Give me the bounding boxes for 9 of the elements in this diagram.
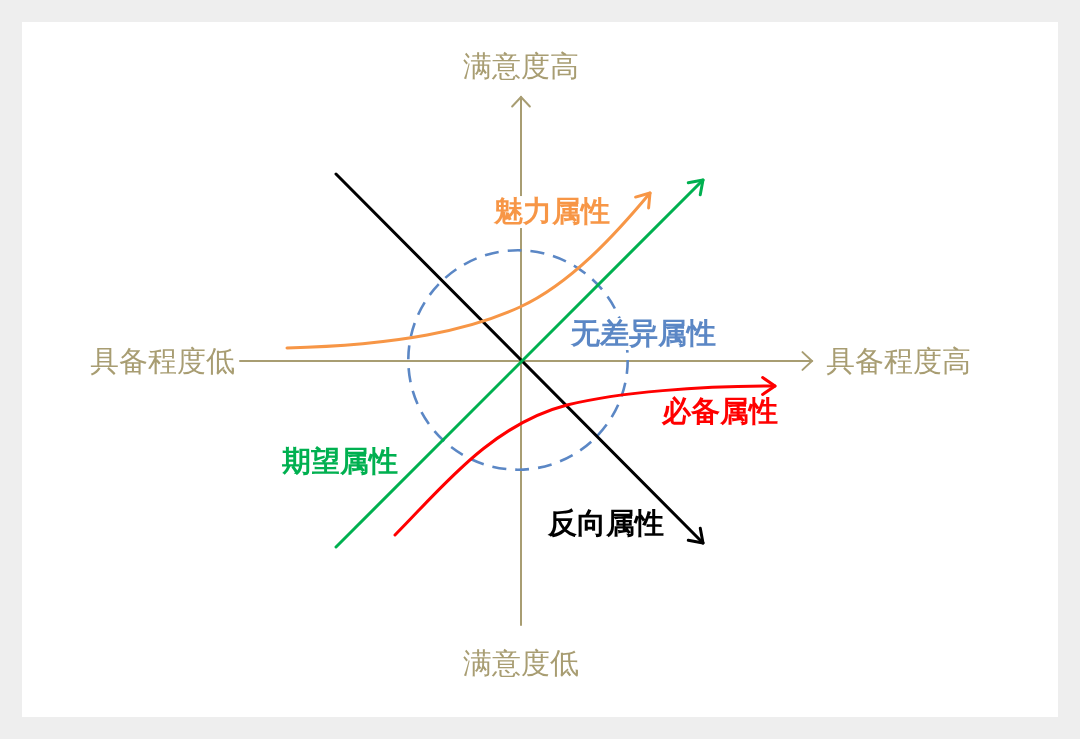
curve-label: 必备属性	[662, 396, 778, 428]
dashed-circle	[407, 249, 629, 471]
axis-label: 满意度低	[463, 648, 579, 680]
curve-label: 期望属性	[282, 446, 398, 478]
curve-label: 无差异属性	[570, 318, 716, 350]
axis-label: 具备程度低	[89, 346, 235, 378]
axis-label: 具备程度高	[825, 346, 971, 378]
curve-label: 反向属性	[548, 508, 664, 540]
axis-label: 满意度高	[463, 51, 579, 83]
